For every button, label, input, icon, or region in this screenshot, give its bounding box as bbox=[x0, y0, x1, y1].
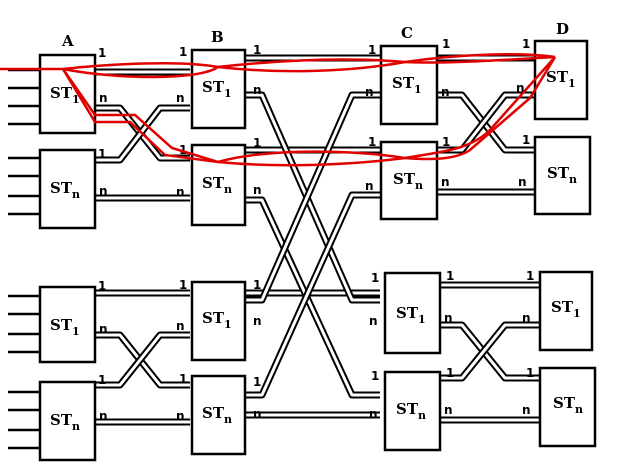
port-label: 1 bbox=[522, 133, 530, 147]
switch-b-bottom-1 bbox=[190, 280, 247, 362]
port-label: 1 bbox=[371, 271, 379, 285]
switch-c-bottom-n bbox=[383, 370, 442, 452]
input-stubs bbox=[8, 68, 40, 450]
port-label: 1 bbox=[253, 278, 261, 292]
port-label: 1 bbox=[522, 37, 530, 51]
switch-label: ST1 bbox=[202, 309, 232, 331]
port-label: 1 bbox=[442, 135, 450, 149]
column-label-b: B bbox=[211, 28, 224, 46]
port-labels: 1 n 1 n 1 n 1 n 1 n 1 n 1 n 1 n 1 n 1 n … bbox=[98, 37, 534, 423]
switch-label: ST1 bbox=[546, 68, 576, 90]
port-label: 1 bbox=[253, 136, 261, 150]
port-label: 1 bbox=[179, 45, 187, 59]
switch-labels: ST1 STn ST1 STn ST1 STn ST1 STn ST1 STn … bbox=[50, 68, 583, 433]
switch-a-top-n bbox=[38, 148, 97, 230]
switch-label: ST1 bbox=[396, 304, 426, 326]
switch-label: STn bbox=[396, 400, 426, 422]
port-label: n bbox=[522, 311, 531, 325]
port-label: 1 bbox=[442, 37, 450, 51]
switch-label: ST1 bbox=[50, 84, 80, 106]
red-path-upper bbox=[62, 53, 556, 73]
switch-label: ST1 bbox=[392, 74, 422, 96]
port-label: n bbox=[253, 183, 262, 197]
port-label: 1 bbox=[368, 43, 376, 57]
switch-d-bottom-n bbox=[538, 366, 597, 448]
switch-c-bottom-1 bbox=[383, 271, 442, 355]
port-label: 1 bbox=[526, 269, 534, 283]
port-label: n bbox=[441, 85, 450, 99]
switch-label: STn bbox=[202, 174, 232, 196]
switch-label: ST1 bbox=[551, 298, 581, 320]
port-label: 1 bbox=[98, 279, 106, 293]
port-label: n bbox=[253, 83, 262, 97]
wire-cn-d1 bbox=[437, 91, 535, 154]
port-label: n bbox=[518, 175, 527, 189]
port-label: 1 bbox=[98, 373, 106, 387]
port-label: n bbox=[365, 179, 374, 193]
port-label: n bbox=[99, 409, 108, 423]
port-label: n bbox=[99, 322, 108, 336]
port-label: 1 bbox=[179, 278, 187, 292]
red-path-outer bbox=[0, 55, 556, 79]
switch-d-top-n bbox=[533, 135, 592, 216]
port-label: n bbox=[516, 81, 525, 95]
column-headers: A B C D bbox=[61, 20, 569, 50]
port-label: 1 bbox=[179, 143, 187, 157]
switch-label: STn bbox=[547, 164, 577, 186]
switch-label: STn bbox=[50, 179, 80, 201]
switch-label: ST1 bbox=[202, 78, 232, 100]
switch-d-top-1 bbox=[533, 39, 589, 121]
switch-b-top-1 bbox=[190, 48, 247, 130]
switch-label: STn bbox=[393, 170, 423, 192]
port-label: 1 bbox=[98, 46, 106, 60]
port-label: n bbox=[176, 409, 185, 423]
wire-a1b-bnb bbox=[95, 331, 190, 389]
port-label: n bbox=[176, 319, 185, 333]
port-label: n bbox=[99, 91, 108, 105]
port-label: n bbox=[369, 407, 378, 421]
switch-label: STn bbox=[553, 394, 583, 416]
port-label: n bbox=[444, 403, 453, 417]
switch-label: ST1 bbox=[50, 316, 80, 338]
port-label: 1 bbox=[446, 269, 454, 283]
port-label: n bbox=[253, 407, 262, 421]
port-label: n bbox=[441, 175, 450, 189]
column-label-c: C bbox=[401, 24, 413, 42]
port-label: n bbox=[99, 184, 108, 198]
switch-b-bottom-n bbox=[190, 374, 247, 456]
column-label-a: A bbox=[61, 32, 74, 50]
switch-d-bottom-1 bbox=[538, 270, 594, 352]
switch-a-bottom-1 bbox=[38, 285, 97, 364]
highlighted-paths bbox=[0, 53, 557, 167]
port-label: n bbox=[253, 314, 262, 328]
switch-label: STn bbox=[202, 404, 232, 426]
port-label: 1 bbox=[253, 43, 261, 57]
switch-a-bottom-n bbox=[38, 380, 97, 462]
switch-label: STn bbox=[50, 411, 80, 433]
switch-boxes bbox=[38, 39, 597, 462]
port-label: 1 bbox=[371, 369, 379, 383]
port-label: 1 bbox=[253, 375, 261, 389]
port-label: n bbox=[176, 91, 185, 105]
port-label: 1 bbox=[446, 366, 454, 380]
red-path-lower bbox=[61, 56, 556, 167]
column-label-d: D bbox=[556, 20, 569, 38]
port-label: n bbox=[522, 403, 531, 417]
wires bbox=[95, 54, 540, 426]
port-label: 1 bbox=[179, 372, 187, 386]
port-label: 1 bbox=[98, 147, 106, 161]
port-label: n bbox=[444, 311, 453, 325]
red-path-lower-return bbox=[61, 56, 557, 164]
port-label: 1 bbox=[368, 135, 376, 149]
port-label: n bbox=[369, 314, 378, 328]
port-label: n bbox=[365, 85, 374, 99]
port-label: n bbox=[176, 185, 185, 199]
port-label: 1 bbox=[526, 366, 534, 380]
